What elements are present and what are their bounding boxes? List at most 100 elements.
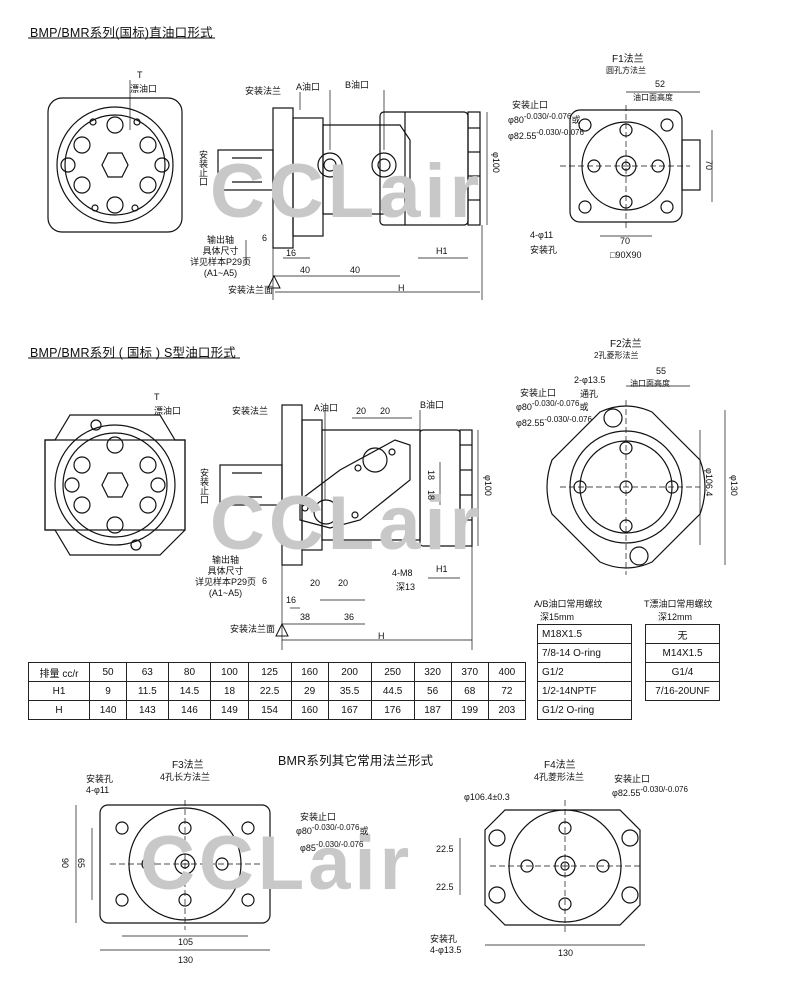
- f1-title: F1法兰: [612, 54, 644, 65]
- side-view-1: [217, 107, 481, 249]
- table-cell: φ82.55: [612, 788, 641, 798]
- table-cell: 80: [167, 662, 212, 682]
- table-cell: 370: [450, 662, 489, 682]
- table-cell: 具体尺寸: [207, 566, 244, 576]
- f3-spigot-b: φ85-0.030/-0.076: [300, 840, 363, 853]
- dim-55: 55: [656, 366, 667, 376]
- table-cell: 56: [413, 681, 452, 701]
- table-cell: 或: [571, 115, 581, 125]
- spigot-a-2: φ80-0.030/-0.076或: [516, 399, 588, 413]
- table-cell: -0.030/-0.076: [311, 823, 360, 832]
- table-cell: 200: [327, 662, 372, 682]
- drain-port-label-2: 漂油口: [154, 406, 182, 416]
- mount-flange-label: 安装法兰: [245, 86, 282, 96]
- dim-phi130: φ130: [729, 475, 739, 496]
- f3-mount-spigot: 安装止口: [300, 812, 337, 822]
- table-cell: 输出轴: [212, 555, 240, 565]
- table-cell: M14X1.5: [645, 643, 720, 663]
- table-cell: 146: [167, 700, 212, 720]
- f4-flange-drawing: [484, 809, 641, 926]
- dim-6-1: 6: [262, 233, 268, 243]
- table-cell: 400: [487, 662, 527, 682]
- table-cell: φ82.55: [508, 131, 537, 141]
- f1-square: □90X90: [610, 250, 642, 260]
- table-cell: -0.030/-0.076: [315, 840, 364, 849]
- side-spigot-label-2: 安装止口: [199, 468, 209, 504]
- spigot-b-2: φ82.55-0.030/-0.076: [516, 415, 592, 428]
- f3-dim-65: 65: [76, 858, 86, 869]
- f2-holes: 2-φ13.5: [574, 375, 606, 385]
- table-cell: 143: [126, 700, 169, 720]
- table-cell: 7/16-20UNF: [645, 681, 720, 701]
- dim-16-1: 16: [286, 248, 297, 258]
- table-cell: 320: [413, 662, 452, 682]
- t-threads-table: 无 M14X1.5 G1/4 7/16-20UNF: [645, 624, 720, 701]
- table-cell: 187: [413, 700, 452, 720]
- dim-phi100-2: φ100: [483, 475, 493, 496]
- output-shaft-note-2: 输出轴 具体尺寸 详见样本P29页 (A1~A5): [195, 555, 256, 599]
- dim-40b: 40: [350, 265, 361, 275]
- table-cell: 或: [579, 402, 589, 412]
- table-cell: φ80: [296, 826, 312, 836]
- f3-dim-90: 90: [60, 858, 70, 869]
- table-cell: 44.5: [370, 681, 415, 701]
- f3-subtitle: 4孔长方法兰: [160, 772, 211, 782]
- watermark-3: CCLair: [140, 821, 414, 906]
- table-cell: 160: [290, 662, 329, 682]
- mount-spigot-label-2: 安装止口: [520, 388, 557, 398]
- ab-threads-table: M18X1.5 7/8-14 O-ring G1/2 1/2-14NPTF G1…: [537, 624, 632, 720]
- dim-20b: 20: [380, 406, 391, 416]
- table-cell: 167: [327, 700, 372, 720]
- table-cell: 203: [487, 700, 527, 720]
- table-cell: 29: [290, 681, 329, 701]
- f4-dim-22a: 22.5: [436, 844, 454, 854]
- port-face-height-1: 油口面高度: [633, 93, 673, 102]
- f4-spigot: φ82.55-0.030/-0.076: [612, 785, 688, 798]
- f2-title: F2法兰: [610, 339, 642, 350]
- t-port-label-2: T: [154, 392, 160, 402]
- dim-h-1: H: [398, 283, 405, 293]
- dim-52: 52: [655, 79, 666, 89]
- dim-16-2: 16: [286, 595, 297, 605]
- drain-port-label: 漂油口: [130, 84, 158, 94]
- a-port-label: A油口: [296, 82, 321, 92]
- table-cell: 或: [359, 826, 369, 836]
- dim-h1-1: H1: [436, 246, 448, 256]
- dim-18b: 18: [426, 490, 436, 501]
- side-view-2: [219, 404, 473, 566]
- a-port-label-2: A油口: [314, 403, 339, 413]
- f2-subtitle: 2孔菱形法兰: [594, 351, 639, 360]
- front-view-1: [47, 97, 183, 233]
- f2-through: 通孔: [580, 389, 599, 399]
- table-cell: -0.030/-0.076: [536, 128, 584, 137]
- f3-dim-105: 105: [178, 937, 194, 947]
- m8-label: 4-M8: [392, 568, 413, 578]
- f4-mount-hole: 安装孔: [430, 934, 458, 944]
- table-cell: H1: [28, 681, 90, 701]
- table-cell: 1/2-14NPTF: [537, 681, 632, 701]
- section3-title: BMR系列其它常用法兰形式: [278, 754, 434, 768]
- f3-title: F3法兰: [172, 760, 204, 771]
- mount-spigot-label-1: 安装止口: [512, 100, 549, 110]
- table-cell: 22.5: [247, 681, 292, 701]
- dim-20a: 20: [356, 406, 367, 416]
- dim-40a: 40: [300, 265, 311, 275]
- table-cell: M18X1.5: [537, 624, 632, 644]
- t-threads-header1: T漂油口常用螺纹: [644, 599, 713, 609]
- front-view-2: [44, 414, 186, 556]
- table-cell: 排量 cc/r: [28, 662, 90, 682]
- f4-subtitle: 4孔菱形法兰: [534, 772, 585, 782]
- dim-70v: 70: [704, 160, 714, 171]
- table-cell: 176: [370, 700, 415, 720]
- table-cell: 具体尺寸: [202, 246, 239, 256]
- f1-holes: 4-φ11: [530, 230, 554, 240]
- watermark-1: CCLair: [210, 149, 484, 234]
- table-cell: 无: [645, 624, 720, 644]
- table-cell: G1/2 O-ring: [537, 700, 632, 720]
- table-cell: φ80: [508, 115, 524, 125]
- section1-title: BMP/BMR系列(国标)直油口形式: [30, 26, 213, 40]
